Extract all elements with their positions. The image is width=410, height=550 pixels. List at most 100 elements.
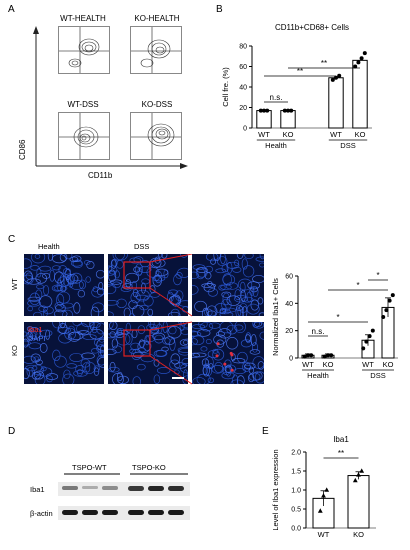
nucleus-mark bbox=[192, 377, 206, 384]
nucleus-mark bbox=[31, 364, 44, 375]
nucleus-mark bbox=[109, 361, 116, 372]
nucleus-mark bbox=[96, 355, 104, 366]
nucleus-mark bbox=[153, 374, 161, 384]
nucleus-mark bbox=[43, 306, 54, 315]
nucleus-mark bbox=[123, 307, 131, 316]
nucleus-mark bbox=[30, 332, 37, 340]
nucleus-mark bbox=[173, 274, 182, 286]
significance-label: * bbox=[336, 313, 339, 322]
bar bbox=[328, 77, 344, 129]
nucleus-mark bbox=[53, 285, 68, 292]
nucleus-mark bbox=[179, 338, 188, 347]
nucleus-mark bbox=[137, 347, 146, 353]
nucleus-mark bbox=[192, 284, 199, 295]
y-axis-label: Cell fre. (%) bbox=[221, 67, 230, 107]
blot-group-label-wt: TSPO-WT bbox=[72, 463, 107, 472]
nucleus-mark bbox=[251, 342, 258, 353]
nucleus-mark bbox=[182, 375, 188, 384]
nucleus-mark bbox=[54, 301, 64, 311]
blot-iba1 bbox=[58, 482, 190, 496]
nucleus-mark bbox=[253, 322, 264, 329]
chart-title: CD11b+CD68+ Cells bbox=[275, 23, 349, 32]
nucleus-mark bbox=[218, 284, 226, 291]
row-label-ko: KO bbox=[10, 345, 19, 356]
nucleus-mark bbox=[56, 293, 65, 306]
nucleus-mark bbox=[221, 264, 229, 273]
nucleus-mark bbox=[96, 338, 104, 351]
nucleus-mark bbox=[203, 363, 211, 369]
nucleus-mark bbox=[98, 336, 104, 343]
nucleus-mark bbox=[252, 286, 259, 298]
y-tick-label: 0.5 bbox=[291, 507, 301, 514]
nucleus-mark bbox=[242, 306, 248, 316]
nucleus-mark bbox=[64, 327, 77, 340]
nucleus-mark bbox=[24, 258, 32, 269]
nucleus-mark bbox=[226, 295, 241, 306]
nucleus-mark bbox=[76, 323, 89, 335]
nucleus-mark bbox=[85, 276, 91, 283]
data-point bbox=[322, 354, 327, 359]
bar bbox=[256, 110, 272, 129]
flow-title-wt-dss: WT-DSS bbox=[67, 100, 99, 109]
nucleus-mark bbox=[132, 376, 141, 384]
blot-band bbox=[62, 486, 78, 490]
nucleus-mark bbox=[221, 291, 232, 298]
nucleus-mark bbox=[226, 262, 233, 274]
nucleus-mark bbox=[77, 330, 90, 336]
blot-band bbox=[82, 510, 98, 515]
nucleus-mark bbox=[111, 338, 118, 349]
nucleus-mark bbox=[122, 283, 133, 290]
nucleus-mark bbox=[29, 331, 38, 337]
nucleus-mark bbox=[91, 287, 104, 298]
data-point bbox=[384, 308, 389, 313]
nucleus-mark bbox=[90, 348, 100, 354]
nucleus-mark bbox=[92, 302, 104, 313]
chart-title: Iba1 bbox=[333, 435, 349, 444]
nucleus-mark bbox=[196, 267, 208, 273]
nucleus-mark bbox=[183, 339, 188, 345]
blot-row-label-actin: β-actin bbox=[30, 509, 53, 518]
nucleus-mark bbox=[68, 331, 84, 341]
nucleus-mark bbox=[153, 359, 160, 367]
nucleus-mark bbox=[108, 269, 117, 283]
nucleus-mark bbox=[135, 289, 150, 302]
flow-axes bbox=[33, 26, 188, 169]
y-tick-label: 1.5 bbox=[291, 469, 301, 476]
nucleus-mark bbox=[151, 258, 166, 268]
blot-band bbox=[148, 486, 164, 491]
nucleus-mark bbox=[234, 259, 240, 267]
nucleus-mark bbox=[116, 298, 127, 309]
blot-band bbox=[168, 486, 184, 491]
nucleus-mark bbox=[131, 280, 137, 291]
nucleus-mark bbox=[175, 272, 183, 279]
x-tick-label: KO bbox=[353, 530, 364, 539]
nucleus-mark bbox=[24, 338, 29, 348]
nucleus-mark bbox=[150, 292, 160, 298]
flow-plot-ko-dss bbox=[130, 112, 182, 160]
nucleus-mark bbox=[161, 254, 168, 259]
nucleus-mark bbox=[245, 334, 251, 343]
nucleus-mark bbox=[208, 322, 221, 329]
nucleus-mark bbox=[77, 289, 86, 298]
nucleus-mark bbox=[244, 362, 256, 370]
nucleus-mark bbox=[259, 254, 264, 260]
significance-label: ** bbox=[321, 59, 327, 68]
nucleus-mark bbox=[47, 254, 54, 262]
significance-label: ** bbox=[338, 449, 344, 458]
y-tick-label: 20 bbox=[285, 328, 293, 335]
nucleus-mark bbox=[27, 306, 33, 312]
nucleus-mark bbox=[39, 343, 48, 353]
nucleus-mark bbox=[178, 322, 188, 326]
nucleus-mark bbox=[257, 297, 264, 305]
y-tick-label: 0.0 bbox=[291, 526, 301, 533]
nucleus-mark bbox=[234, 322, 246, 334]
nucleus-mark bbox=[147, 308, 154, 316]
y-axis-label: Level of Iba1 expression bbox=[271, 449, 280, 530]
nucleus-mark bbox=[248, 373, 255, 383]
col-label-health: Health bbox=[38, 242, 60, 251]
nucleus-mark bbox=[52, 322, 63, 329]
nucleus-mark bbox=[108, 283, 117, 295]
nucleus-mark bbox=[27, 296, 41, 302]
nucleus-mark bbox=[108, 366, 120, 373]
nucleus-mark bbox=[207, 288, 218, 297]
